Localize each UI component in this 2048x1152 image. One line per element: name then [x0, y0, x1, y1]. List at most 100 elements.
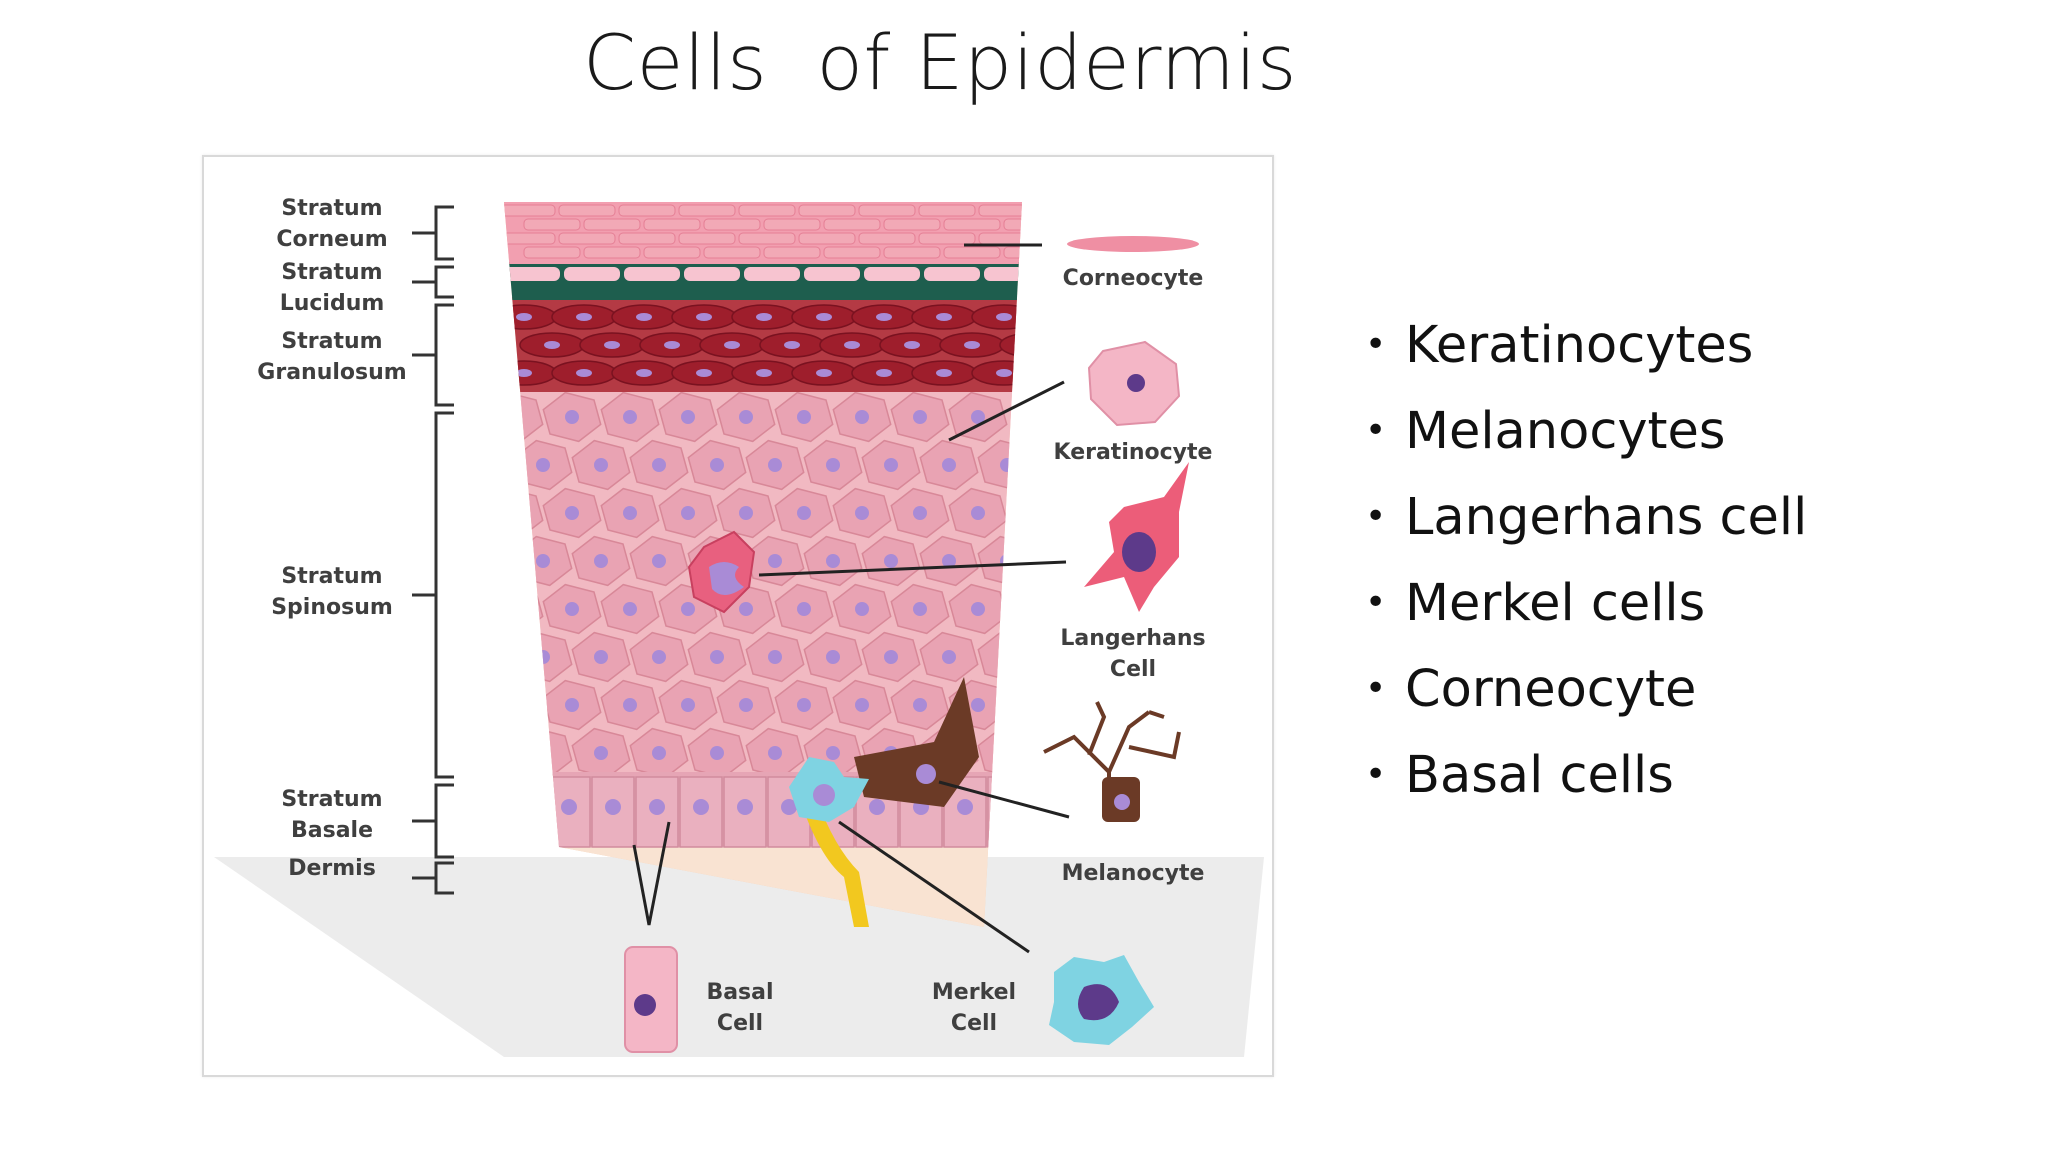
label-keratinocyte: Keratinocyte	[1054, 440, 1213, 465]
cell-nucleus	[739, 410, 753, 424]
corneum-cell	[678, 204, 736, 217]
cell-nucleus	[855, 410, 869, 424]
layer-labels: Stratum Corneum Stratum Lucidum Stratum …	[257, 196, 406, 881]
cell-nucleus	[681, 602, 695, 616]
cell-nucleus	[1000, 746, 1014, 760]
cell-nucleus	[739, 602, 753, 616]
corneum-cell	[1003, 246, 1022, 259]
corneum-cell	[618, 232, 676, 245]
cell-nucleus	[797, 506, 811, 520]
cell-nucleus	[594, 650, 608, 664]
cell-nucleus	[623, 410, 637, 424]
cell-nucleus	[884, 458, 898, 472]
cell-nucleus	[710, 746, 724, 760]
cell-nucleus	[507, 410, 521, 424]
cell-nucleus	[797, 698, 811, 712]
corneum-cell	[978, 232, 1022, 245]
cell-nucleus	[536, 746, 550, 760]
cell-nucleus	[681, 506, 695, 520]
corneum-cell	[798, 204, 856, 217]
label-basale-2: Basale	[291, 818, 373, 843]
corneum-cell	[763, 246, 821, 259]
corneum-cell	[823, 218, 881, 231]
cell-nucleus	[517, 799, 533, 815]
basal-cell	[504, 776, 547, 848]
cell-nucleus	[561, 799, 577, 815]
lucidum-cell	[684, 267, 740, 281]
corneum-cell	[583, 246, 641, 259]
list-item: •Keratinocytes	[1365, 316, 1754, 375]
corneum-cell	[943, 218, 1001, 231]
lucidum-cells	[504, 267, 1022, 281]
cell-nucleus	[565, 506, 579, 520]
label-langerhans-1: Langerhans	[1060, 626, 1205, 651]
corneum-cell	[763, 218, 821, 231]
cell-nucleus	[913, 506, 927, 520]
cell-nucleus	[623, 506, 637, 520]
cell-nucleus	[904, 341, 920, 349]
slide-title: Cells of Epidermis	[583, 18, 1297, 107]
corneum-cell	[703, 218, 761, 231]
label-basal-1: Basal	[706, 980, 773, 1005]
cell-nucleus	[1024, 341, 1040, 349]
corneum-cell	[678, 232, 736, 245]
cell-nucleus	[710, 458, 724, 472]
epidermis-diagram: Stratum Corneum Stratum Lucidum Stratum …	[202, 155, 1274, 1077]
granular-cell	[999, 332, 1022, 358]
corneum-cell	[858, 204, 916, 217]
cell-nucleus	[652, 746, 666, 760]
label-spinosum-2: Spinosum	[271, 595, 393, 620]
cell-nucleus	[936, 313, 952, 321]
melanocyte-in-tissue	[854, 677, 979, 807]
cell-nucleus	[936, 369, 952, 377]
label-corneocyte: Corneocyte	[1063, 266, 1204, 291]
cell-nucleus	[971, 698, 985, 712]
cell-nucleus	[681, 698, 695, 712]
cell-nucleus	[576, 369, 592, 377]
corneum-cell	[703, 246, 761, 259]
cell-nucleus	[636, 369, 652, 377]
corneum-cell	[823, 246, 881, 259]
cell-nucleus	[942, 554, 956, 568]
cell-nucleus	[756, 313, 772, 321]
cell-nucleus	[536, 458, 550, 472]
label-merkel-1: Merkel	[932, 980, 1016, 1005]
cell-nucleus	[594, 554, 608, 568]
cell-nucleus	[942, 458, 956, 472]
melanocyte-icon	[1043, 701, 1181, 822]
cell-labels: Corneocyte Keratinocyte Langerhans Cell …	[706, 266, 1212, 1036]
cell-nucleus	[855, 506, 869, 520]
corneum-cell	[583, 218, 641, 231]
cell-nucleus	[737, 799, 753, 815]
cell-nucleus	[681, 410, 695, 424]
cell-nucleus	[507, 506, 521, 520]
label-langerhans-2: Cell	[1110, 657, 1156, 682]
leader-lines	[632, 243, 1070, 954]
cell-nucleus	[652, 458, 666, 472]
corneum-cell	[1003, 218, 1022, 231]
cell-nucleus	[576, 313, 592, 321]
cell-nucleus	[516, 313, 532, 321]
cell-nucleus	[696, 313, 712, 321]
cell-nucleus	[623, 698, 637, 712]
cell-nucleus	[876, 369, 892, 377]
corneum-cell	[523, 246, 581, 259]
corneum-cell	[738, 204, 796, 217]
cell-nucleus	[565, 410, 579, 424]
spinosum-cell	[504, 583, 544, 635]
corneum-cell	[883, 246, 941, 259]
label-spinosum-1: Stratum	[281, 564, 382, 589]
label-basale-1: Stratum	[281, 787, 382, 812]
cell-nucleus	[636, 313, 652, 321]
keratinocyte-icon	[1087, 340, 1181, 427]
cell-nucleus	[536, 650, 550, 664]
label-lucidum-1: Stratum	[281, 260, 382, 285]
cell-nucleus	[826, 746, 840, 760]
cell-nucleus	[942, 650, 956, 664]
cell-nucleus	[544, 341, 560, 349]
basal-cell	[635, 776, 679, 848]
cell-nucleus	[797, 410, 811, 424]
cell-nucleus	[884, 554, 898, 568]
granulosum-cells	[504, 304, 1040, 386]
lucidum-cell	[804, 267, 860, 281]
